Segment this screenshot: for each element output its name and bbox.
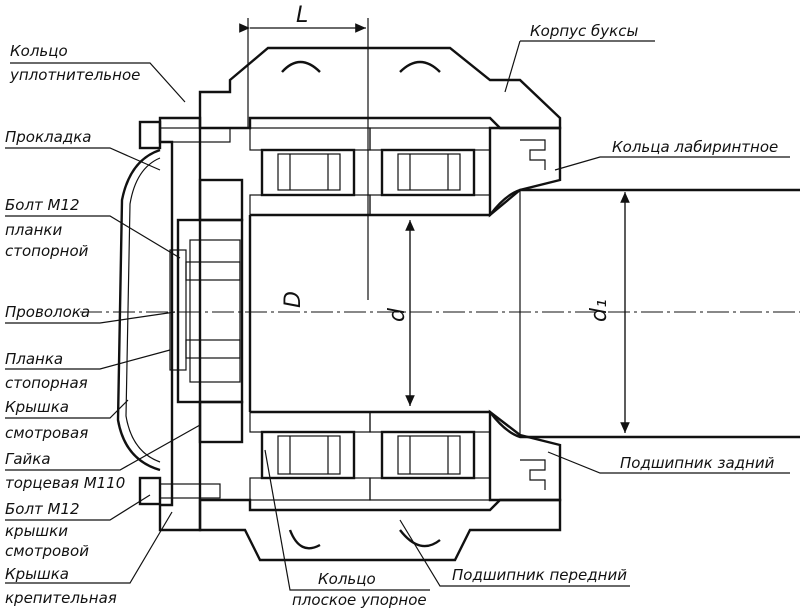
bolt-top: [138, 120, 231, 150]
bearing-rear-top: [369, 127, 491, 216]
label-kolco-upl-2: уплотнительное: [9, 66, 140, 84]
label-planka-2: стопорная: [5, 374, 88, 392]
label-gaika-1: Гайка: [5, 450, 51, 468]
locking-plate: [169, 249, 241, 371]
label-bolt2-3: смотровой: [5, 542, 89, 560]
label-kolco-pl-1: Кольцо: [318, 570, 376, 588]
label-bolt2-1: Болт М12: [5, 500, 80, 518]
fastening-cover: [158, 116, 202, 532]
dim-d-label: d: [385, 307, 410, 322]
label-bolt1-1: Болт М12: [5, 196, 80, 214]
label-bolt1-3: стопорной: [5, 242, 89, 260]
label-podsh-per: Подшипник передний: [452, 566, 627, 584]
end-nut: [176, 178, 244, 444]
axle-journal: [248, 188, 800, 439]
dim-D-label: D: [281, 291, 306, 308]
label-prokladka: Прокладка: [5, 128, 91, 146]
label-provoloka: Проволока: [5, 303, 90, 321]
housing-top: [198, 46, 562, 130]
bearing-front-bottom: [249, 411, 371, 501]
bearing-front-top: [249, 127, 371, 216]
inspection-cover: [116, 148, 161, 472]
dim-d1-label: d₁: [587, 299, 612, 322]
dimension-L: [239, 18, 369, 300]
label-podsh-zad: Подшипник задний: [620, 454, 775, 472]
labyrinth-rings: [488, 126, 562, 502]
label-bolt1-2: планки: [5, 221, 62, 239]
leader-lines: [5, 40, 790, 591]
dim-L-label: L: [296, 3, 308, 28]
label-planka-1: Планка: [5, 350, 63, 368]
bearing-rear-bottom: [369, 411, 491, 501]
label-kolco-upl-1: Кольцо: [10, 42, 68, 60]
label-kryshka-sm-1: Крышка: [5, 398, 69, 416]
label-gaika-2: торцевая М110: [5, 474, 125, 492]
label-kolca-lab: Кольца лабиринтное: [612, 138, 778, 156]
housing-bottom: [198, 498, 562, 562]
label-kolco-pl-2: плоское упорное: [292, 591, 427, 609]
label-kryshka-kr-2: крепительная: [5, 589, 117, 607]
label-kryshka-sm-2: смотровая: [5, 424, 88, 442]
label-bolt2-2: крышки: [5, 522, 68, 540]
bolt-bottom: [138, 476, 221, 506]
label-kryshka-kr-1: Крышка: [5, 565, 69, 583]
label-korpus: Корпус буксы: [530, 22, 638, 40]
